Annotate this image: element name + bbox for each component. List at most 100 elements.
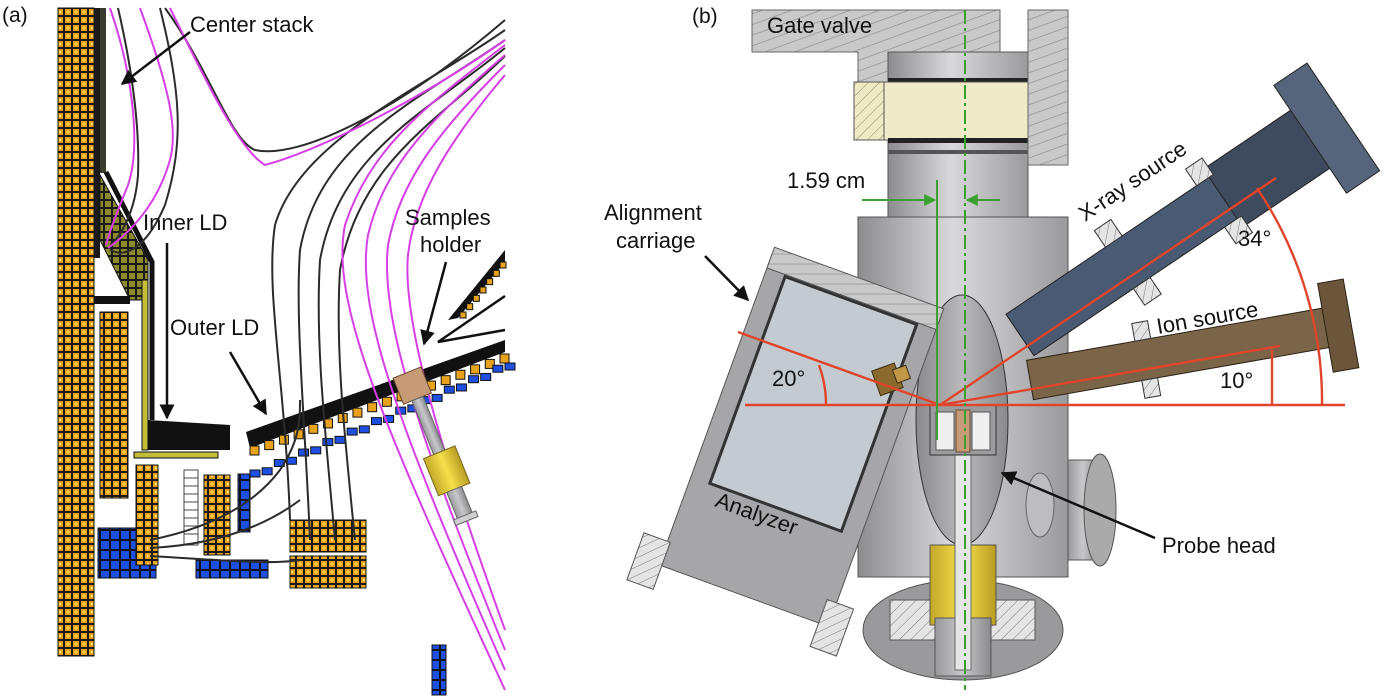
ion-end-flange <box>1317 278 1360 373</box>
label-distance: 1.59 cm <box>787 168 865 193</box>
label-angle-34: 34° <box>1238 226 1271 251</box>
analyzer-beam <box>737 330 941 407</box>
samples-holder-bracket <box>437 294 506 344</box>
wedge-tile <box>459 311 467 319</box>
arc-34 <box>1256 187 1324 406</box>
panel-a: (a) Center stack Inner LD Outer LD Sampl… <box>2 4 516 696</box>
coil-block-pf-2 <box>289 555 367 589</box>
wedge-tile <box>472 294 480 302</box>
outer-ld-tiles <box>249 353 510 456</box>
analyzer-mount-right <box>809 598 855 657</box>
ld-tile <box>499 353 510 364</box>
inner-divertor-tiles <box>99 173 149 301</box>
ld-tile <box>278 434 289 445</box>
ld-tile <box>440 375 451 386</box>
beam-lines <box>737 177 1345 407</box>
yellow-strip <box>141 279 149 451</box>
arc-20 <box>817 364 828 406</box>
side-port-window <box>1025 472 1055 538</box>
ld-tile <box>455 369 466 380</box>
arrow-outer-ld <box>228 351 268 416</box>
arrow-probe-head <box>1000 471 1156 540</box>
label-samples-holder-1: Samples <box>405 205 491 230</box>
analyzer-mount-left <box>626 532 671 591</box>
blue-step <box>504 362 516 371</box>
label-alignment-2: carriage <box>616 228 695 253</box>
ld-tile <box>470 364 481 375</box>
blue-step <box>370 417 382 426</box>
blue-step <box>492 364 504 373</box>
flange-line-2 <box>888 138 1028 143</box>
ld-tile <box>308 423 319 434</box>
label-alignment-1: Alignment <box>604 200 702 225</box>
label-angle-10: 10° <box>1220 368 1253 393</box>
blue-step <box>322 438 334 447</box>
inner-ld-yellow-bar <box>133 451 219 459</box>
wedge-tile <box>466 303 474 311</box>
probe-rod <box>954 429 972 671</box>
label-gate-valve: Gate valve <box>767 13 872 38</box>
upper-baffle <box>448 250 505 320</box>
gate-valve-right <box>1027 9 1069 166</box>
alignment-carriage-top <box>766 246 945 331</box>
arrow-alignment-carriage <box>704 255 750 302</box>
xray-source <box>1005 62 1381 357</box>
panel-b-label: (b) <box>692 5 718 28</box>
xray-beam <box>939 177 1277 406</box>
ld-tile <box>381 396 392 407</box>
ld-tile <box>484 358 495 369</box>
samples-holder-probe <box>392 366 479 527</box>
blue-step <box>298 448 310 457</box>
comb-structure <box>183 469 199 546</box>
ion-beam <box>939 344 1281 407</box>
upper-baffle-tiles <box>459 261 507 319</box>
side-port-flange <box>1083 453 1117 567</box>
blue-bottom-stub <box>431 644 447 696</box>
horizontal-bar <box>94 296 130 304</box>
arrow-center-stack <box>120 31 191 85</box>
analyzer-connector <box>871 362 912 397</box>
label-samples-holder-2: holder <box>420 232 481 257</box>
center-stack-wall <box>94 8 100 258</box>
arrow-samples-holder <box>420 261 448 346</box>
blue-step <box>334 435 346 444</box>
blue-step <box>383 414 395 423</box>
blue-step <box>346 427 358 436</box>
flange-line-1 <box>888 78 1028 83</box>
outer-coil-column <box>57 7 95 657</box>
center-stack-inner <box>100 8 106 173</box>
blue-step <box>455 383 467 392</box>
wedge-tile <box>486 278 494 286</box>
blue-step <box>249 469 261 478</box>
ld-tile <box>323 418 334 429</box>
ld-tile <box>264 440 275 451</box>
small-coil-1 <box>135 464 159 566</box>
blue-step <box>261 467 273 476</box>
inner-ld-base <box>148 420 230 450</box>
panel-a-label: (a) <box>2 4 28 27</box>
panel-b: (b) Gate valve 1.59 cm Alignment carriag… <box>604 5 1381 690</box>
coil-block-pf-1 <box>289 519 367 553</box>
ld-tile <box>352 407 363 418</box>
xray-end-flange <box>1273 62 1381 194</box>
blue-step <box>358 425 370 434</box>
probe-sample <box>955 409 971 453</box>
blue-step <box>480 372 492 381</box>
ld-tile <box>249 445 260 456</box>
blue-step <box>431 393 443 402</box>
label-angle-20: 20° <box>772 366 805 391</box>
wedge-tile <box>479 286 487 294</box>
label-center-stack: Center stack <box>190 12 314 37</box>
wedge-tile <box>492 269 500 277</box>
inner-coil-block <box>99 311 129 499</box>
blue-step <box>443 385 455 394</box>
blue-step <box>468 375 480 384</box>
label-inner-ld: Inner LD <box>143 210 227 235</box>
blue-step <box>310 446 322 455</box>
wedge-tile <box>499 261 507 269</box>
ld-tile <box>367 402 378 413</box>
ring-hatch-left <box>853 81 885 141</box>
label-outer-ld: Outer LD <box>170 315 259 340</box>
label-probe-head: Probe head <box>1162 533 1276 558</box>
